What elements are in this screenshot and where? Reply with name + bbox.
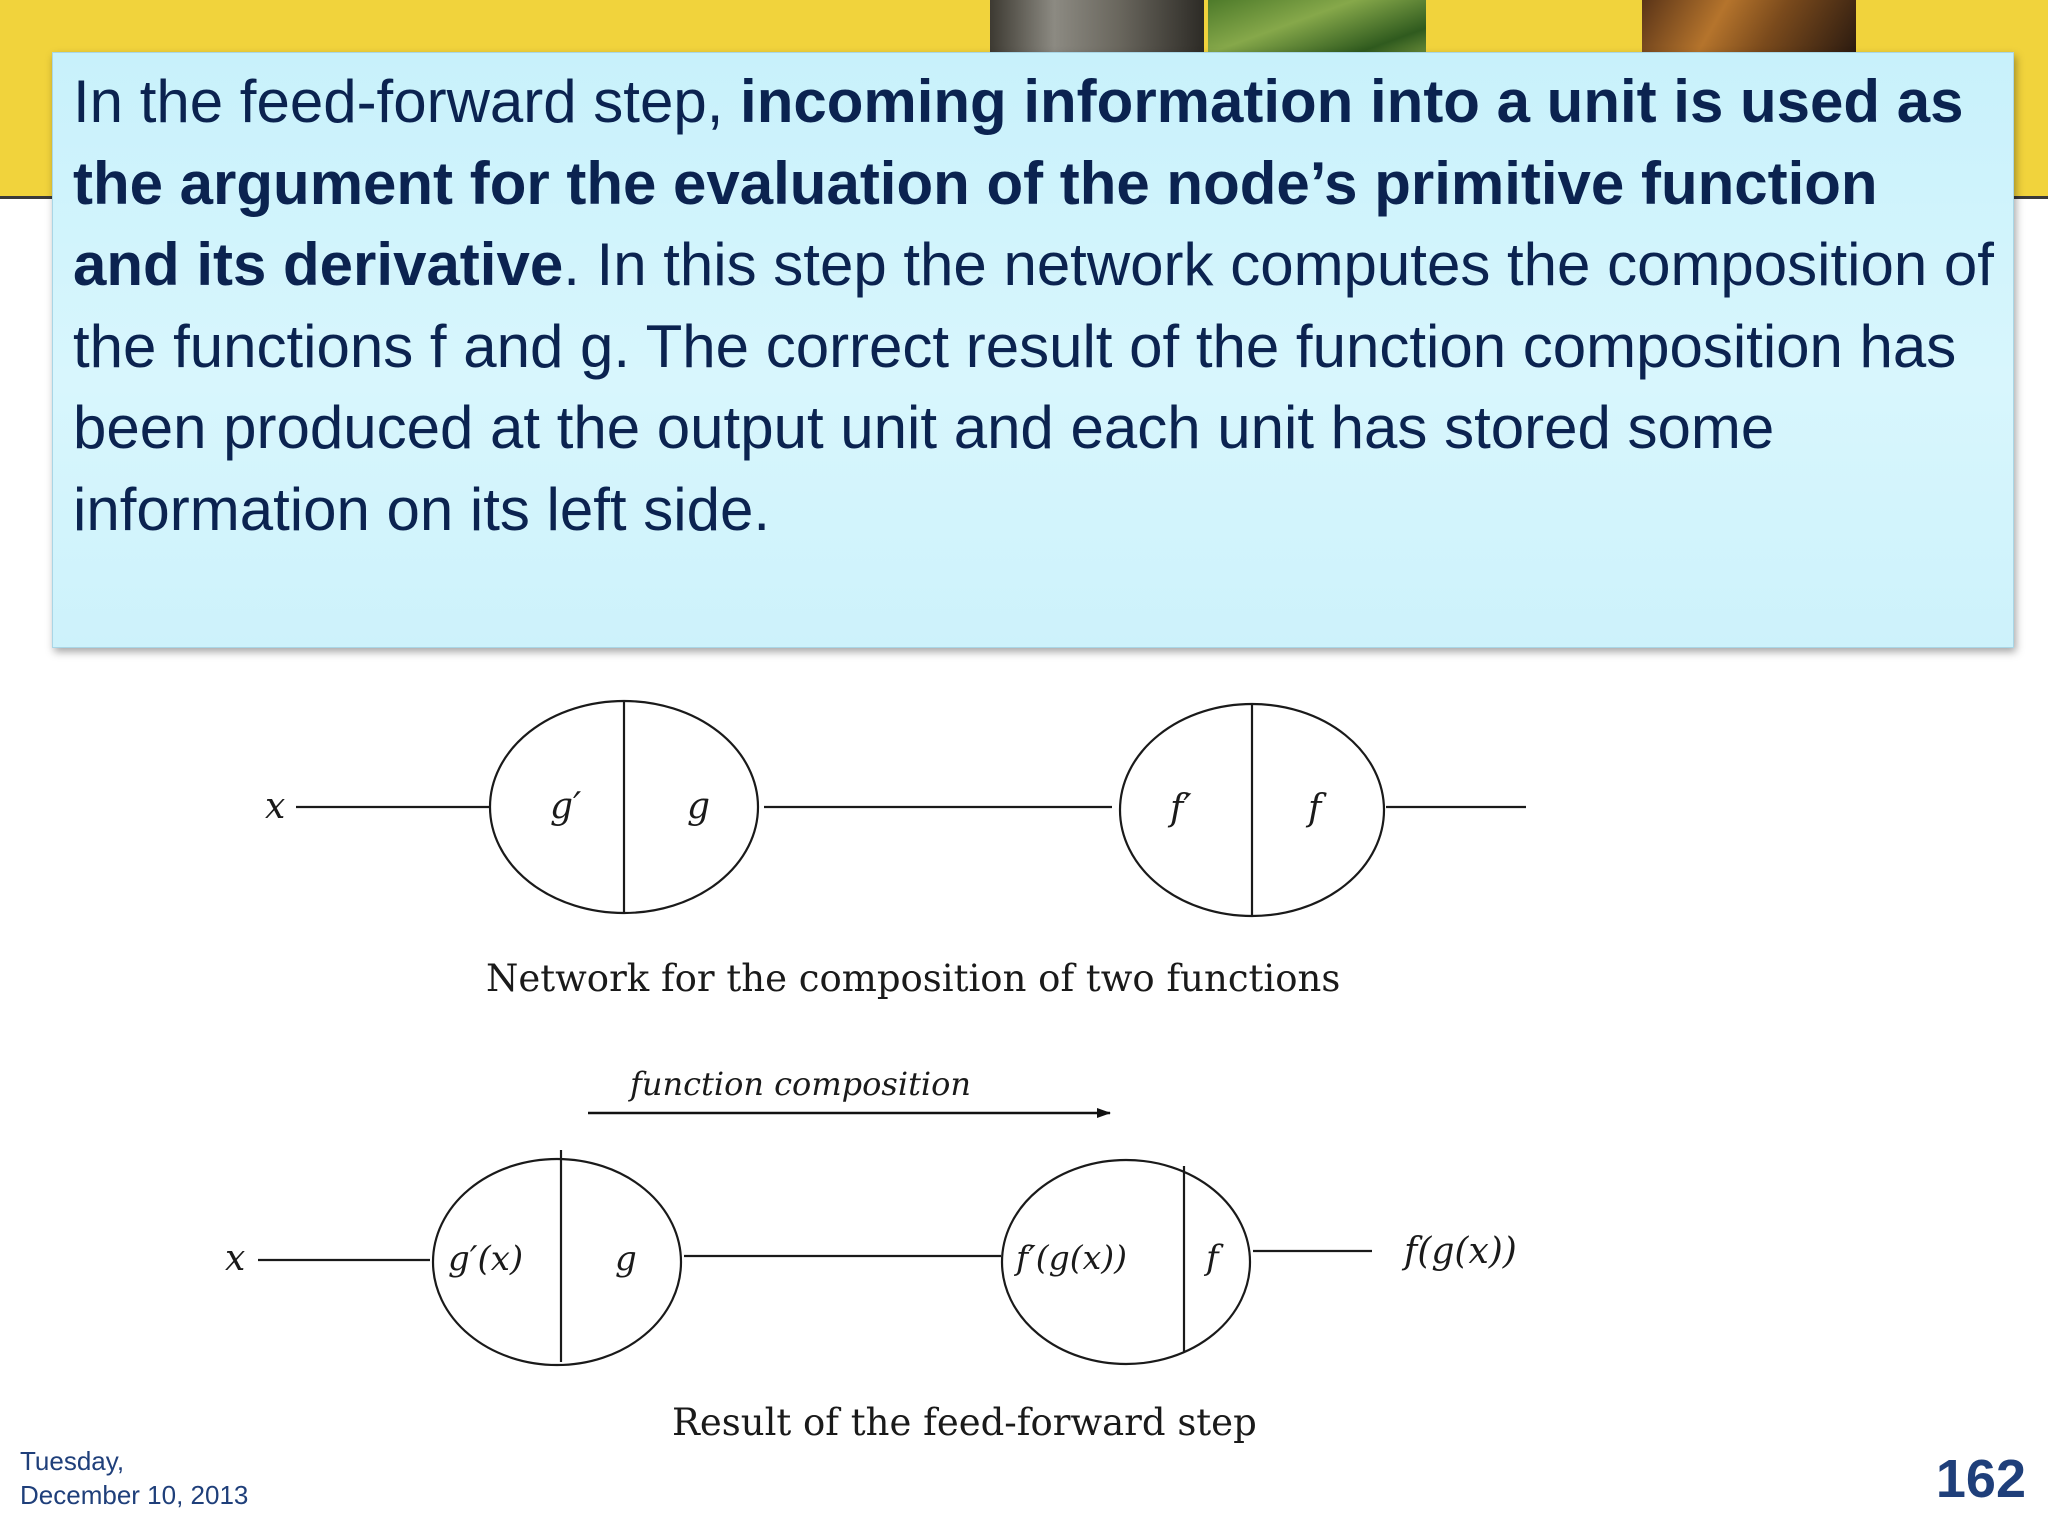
- top-network: [296, 699, 1526, 918]
- bottom-node-g-right-label: g: [615, 1239, 637, 1279]
- body-segment-2-bold: incoming information into a unit is used…: [73, 68, 1964, 298]
- top-node-g-right-label: g: [687, 786, 710, 827]
- slide-date: Tuesday, December 10, 2013: [20, 1444, 320, 1512]
- bottom-node-f: [1000, 1158, 1252, 1366]
- bottom-caption: Result of the feed-forward step: [672, 1401, 1257, 1444]
- bottom-node-g-left-label: g′(x): [448, 1239, 523, 1279]
- arrow-label: function composition: [628, 1065, 971, 1103]
- body-segment-3: . In this step the network computes the …: [73, 231, 1994, 543]
- slide-date-line1: Tuesday,: [20, 1446, 125, 1476]
- top-caption: Network for the composition of two funct…: [486, 957, 1340, 1000]
- slide-number: 162: [1935, 1449, 2026, 1509]
- body-segment-1: In the feed-forward step,: [73, 68, 741, 135]
- top-node-f-left-label: f′: [1167, 788, 1192, 829]
- body-text-box: In the feed-forward step, incoming infor…: [52, 52, 2014, 648]
- header-photo-2: [1208, 0, 1426, 55]
- bottom-network: [258, 1150, 1372, 1367]
- bottom-input-label: x: [225, 1238, 245, 1279]
- header-photo-1: [990, 0, 1204, 55]
- top-input-label: x: [265, 786, 285, 827]
- bottom-node-f-right-label: f: [1203, 1238, 1224, 1278]
- bottom-node-g: [431, 1157, 683, 1367]
- header-photo-3: [1642, 0, 1856, 55]
- top-node-f-right-label: f: [1305, 788, 1327, 829]
- bottom-node-f-left-label: f′(g(x)): [1013, 1238, 1127, 1277]
- slide-date-line2: December 10, 2013: [20, 1480, 249, 1510]
- bottom-output-label: f(g(x)): [1401, 1231, 1517, 1272]
- top-node-g-left-label: g′: [550, 786, 581, 827]
